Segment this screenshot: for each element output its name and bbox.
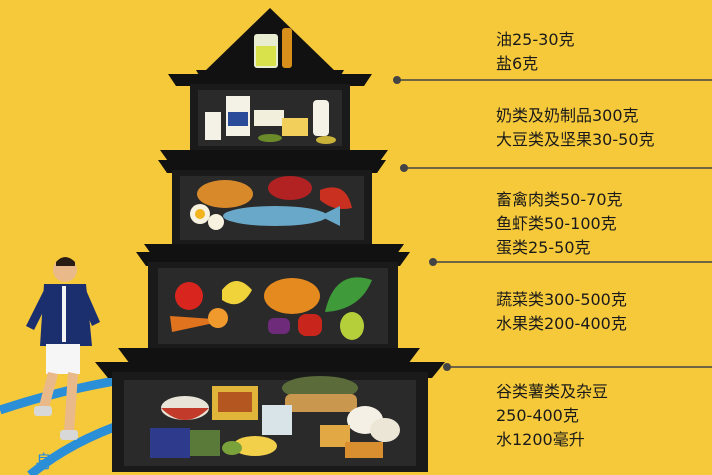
tier-label-meat-fish-eggs: 畜禽肉类50-70克 鱼虾类50-100克 蛋类25-50克 xyxy=(496,188,623,260)
water-bottle-icon xyxy=(262,405,292,435)
label-line: 盐6克 xyxy=(496,54,539,73)
label-line: 谷类薯类及杂豆 xyxy=(496,382,609,401)
label-line: 水1200毫升 xyxy=(496,430,585,449)
label-line: 大豆类及坚果30-50克 xyxy=(496,130,655,149)
steak-icon xyxy=(268,176,312,200)
banana-icon xyxy=(222,281,252,305)
milk-glass-icon xyxy=(205,112,221,140)
runner-figure xyxy=(26,257,100,440)
egg-icon xyxy=(190,204,224,230)
sauce-bottle-icon xyxy=(282,28,292,68)
milk-carton-icon xyxy=(226,96,250,136)
shrimp-icon xyxy=(320,187,352,209)
milk-bottle-icon xyxy=(313,100,329,136)
tier-label-dairy-beans: 奶类及奶制品300克 大豆类及坚果30-50克 xyxy=(496,104,655,152)
corn-icon xyxy=(222,436,277,456)
potato-icon xyxy=(320,406,400,458)
beans-icon xyxy=(258,134,336,144)
oil-bottle-icon xyxy=(254,34,278,68)
leafy-greens-icon xyxy=(325,277,372,312)
label-line: 水果类200-400克 xyxy=(496,314,627,333)
bread-icon xyxy=(282,376,358,412)
label-line: 鱼虾类50-100克 xyxy=(496,214,617,233)
fish-icon xyxy=(223,206,340,226)
tier-label-grains: 谷类薯类及杂豆 250-400克 水1200毫升 xyxy=(496,380,608,452)
roast-chicken-icon xyxy=(197,180,253,208)
pyramid-tier-vegetables-fruits xyxy=(118,252,420,364)
cereal-packet xyxy=(150,428,220,458)
pumpkin-icon xyxy=(264,278,320,314)
label-line: 奶类及奶制品300克 xyxy=(496,106,639,125)
apple-icon xyxy=(175,282,203,310)
rice-bowl-icon xyxy=(161,396,209,420)
label-pointers xyxy=(393,76,712,371)
label-line: 蛋类25-50克 xyxy=(496,238,591,257)
runner-caption: 身 xyxy=(35,452,53,473)
cheese-icon xyxy=(254,110,308,136)
label-line: 油25-30克 xyxy=(496,30,575,49)
pear-icon xyxy=(340,312,364,340)
cereal-box-icon xyxy=(212,386,258,420)
pepper-icon xyxy=(268,314,322,336)
label-line: 250-400克 xyxy=(496,406,579,425)
carrot-icon xyxy=(170,308,228,332)
label-line: 蔬菜类300-500克 xyxy=(496,290,627,309)
tier-label-oil-salt: 油25-30克 盐6克 xyxy=(496,28,575,76)
label-line: 畜禽肉类50-70克 xyxy=(496,190,623,209)
tier-label-vegetables-fruits: 蔬菜类300-500克 水果类200-400克 xyxy=(496,288,627,336)
